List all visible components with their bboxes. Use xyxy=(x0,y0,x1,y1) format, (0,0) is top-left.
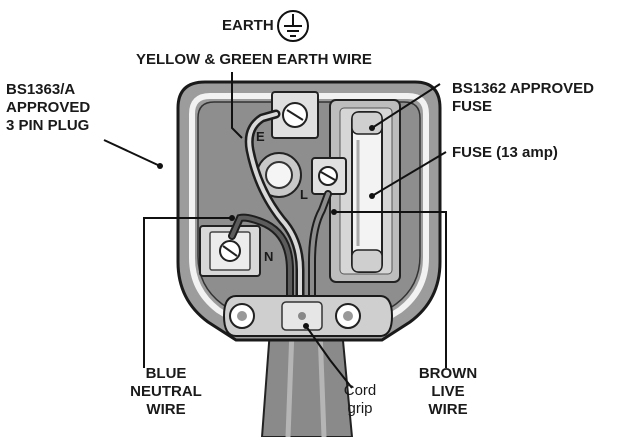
fuse-approved-label-line: BS1362 APPROVED xyxy=(452,80,595,97)
earth-label: EARTH xyxy=(222,17,274,34)
plug-label-line: APPROVED xyxy=(6,99,91,116)
leader-earth-wire xyxy=(231,72,243,139)
terminal-n-label: N xyxy=(264,249,274,264)
live-wire-label-line: LIVE xyxy=(431,383,465,400)
plug-label: BS1363/A APPROVED 3 PIN PLUG xyxy=(6,81,90,135)
neutral-wire-label-line: NEUTRAL xyxy=(130,383,202,400)
plug-label-line: BS1363/A xyxy=(6,81,76,98)
leader-neutral xyxy=(143,217,232,368)
leader-fuse-rating xyxy=(371,151,447,197)
live-wire-label-line: BROWN xyxy=(418,365,478,382)
cord-grip-label: Cord grip xyxy=(336,382,384,418)
earth-ground-icon xyxy=(277,10,309,42)
earth-wire-label: YELLOW & GREEN EARTH WIRE xyxy=(136,51,372,68)
leader-cord-grip xyxy=(305,325,353,389)
neutral-wire-label: BLUE NEUTRAL WIRE xyxy=(118,365,214,419)
neutral-wire-label-line: BLUE xyxy=(145,365,187,382)
terminal-e-label: E xyxy=(256,129,265,144)
fuse-rating-label: FUSE (13 amp) xyxy=(452,144,558,161)
live-wire-label: BROWN LIVE WIRE xyxy=(408,365,488,419)
leader-lines xyxy=(103,72,447,389)
cord-grip-label-line: grip xyxy=(347,400,373,417)
live-wire-label-line: WIRE xyxy=(428,401,468,418)
leader-plug xyxy=(103,139,161,167)
fuse-approved-label-line: FUSE xyxy=(452,98,493,115)
fuse-approved-label: BS1362 APPROVED FUSE xyxy=(452,80,594,116)
neutral-wire-label-line: WIRE xyxy=(146,401,186,418)
cord-grip-label-line: Cord xyxy=(343,382,377,399)
leader-live xyxy=(334,211,447,368)
terminal-l-label: L xyxy=(300,187,308,202)
plug-label-line: 3 PIN PLUG xyxy=(6,117,90,134)
leader-fuse-approved xyxy=(371,83,441,129)
